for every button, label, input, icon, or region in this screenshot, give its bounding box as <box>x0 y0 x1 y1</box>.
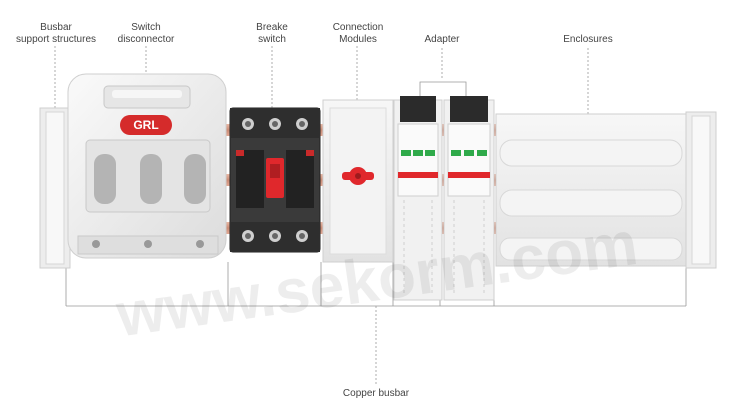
label-connection-modules: Connection Modules <box>332 22 384 45</box>
leader-lines <box>54 46 589 386</box>
label-busbar-support: Busbar support structures <box>15 22 97 45</box>
enclosures <box>495 113 687 267</box>
red-toggle-icon <box>266 158 284 198</box>
label-enclosures: Enclosures <box>563 34 613 45</box>
red-rotary-handle-icon <box>342 167 374 185</box>
label-switch-disconnector: Switch disconnector <box>117 22 175 45</box>
svg-text:GRL: GRL <box>133 118 158 132</box>
label-adapter: Adapter <box>424 34 460 45</box>
grl-logo-icon: GRL <box>120 115 172 135</box>
adapter-module-1 <box>393 96 443 301</box>
adapter-module-2 <box>443 96 495 301</box>
label-copper-busbar: Copper busbar <box>342 388 410 399</box>
connection-modules <box>322 99 394 263</box>
adapter-bracket <box>419 81 467 98</box>
busbar-support-left <box>39 107 71 269</box>
switch-disconnector <box>67 73 227 259</box>
busbar-support-right <box>685 111 717 269</box>
label-breaker-switch: Breake switch <box>256 22 288 45</box>
